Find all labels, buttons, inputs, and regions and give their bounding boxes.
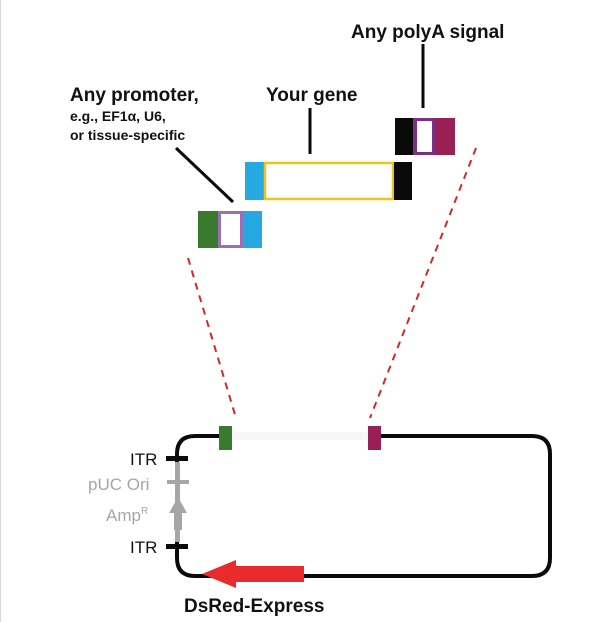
promoter-pointer-line: [174, 146, 235, 204]
right-zoom-dashed-line: [369, 147, 477, 419]
gene-element: [245, 161, 412, 201]
promoter-element: [198, 211, 262, 248]
itr-top-tick: [166, 456, 188, 461]
amp-superscript: R: [141, 506, 148, 517]
polya-label: Any polyA signal: [351, 22, 504, 43]
itr-bottom-label: ITR: [130, 538, 157, 557]
gene-label: Your gene: [266, 85, 358, 106]
puc-ori-tick: [167, 480, 189, 484]
dsred-express-arrow: [202, 560, 304, 588]
promoter-label-line2: e.g., EF1α, U6,: [70, 108, 166, 124]
itr-top-label: ITR: [130, 450, 157, 469]
polya-element: [395, 118, 455, 155]
promoter-label-line1: Any promoter,: [70, 85, 199, 106]
insert-region: [232, 432, 368, 440]
itr-bottom-tick: [166, 544, 188, 549]
left-zoom-dashed-line: [187, 257, 237, 419]
insert-end-marker: [368, 426, 381, 450]
plasmid-backbone: [175, 434, 552, 578]
amp-label: AmpR: [106, 506, 148, 525]
promoter-label-line3: or tissue-specific: [70, 127, 185, 143]
dsred-express-label: DsRed-Express: [184, 596, 324, 617]
insert-start-marker: [219, 426, 232, 450]
ampr-arrow: [169, 497, 187, 530]
puc-ori-label: pUC Ori: [88, 475, 149, 494]
